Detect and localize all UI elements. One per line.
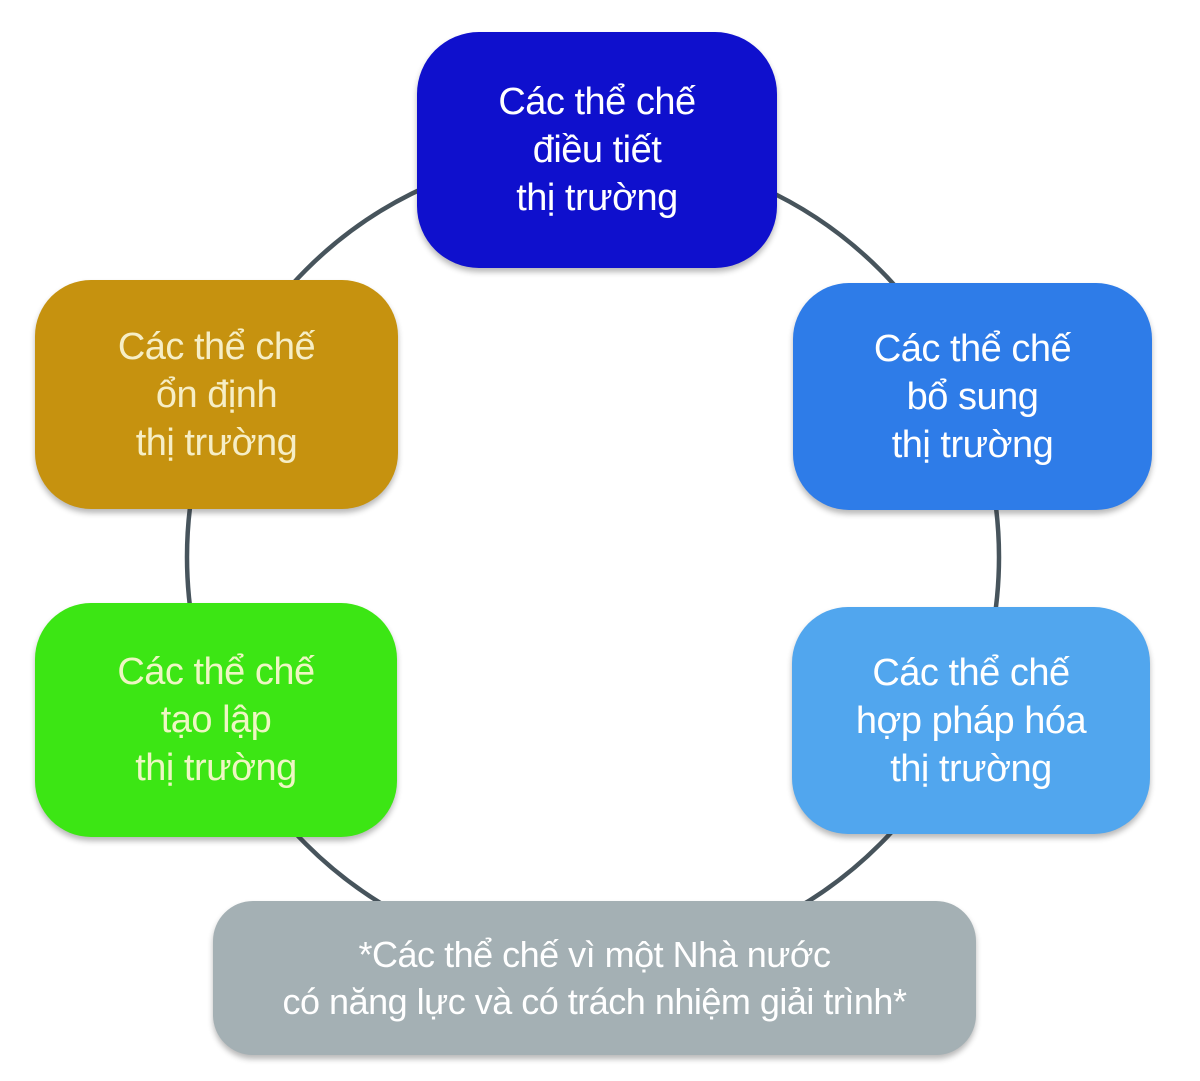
node-label-line: Các thể chế (498, 81, 696, 123)
node-label: Các thể chế điều tiết thị trường (417, 78, 777, 222)
node-label-line: thị trường (890, 747, 1052, 790)
node-label-line: thị trường (516, 177, 678, 219)
node-label-line: thị trường (891, 423, 1054, 466)
node-on-dinh: Các thể chế ổn định thị trường (35, 280, 398, 509)
node-label: Các thể chế hợp pháp hóa thị trường (792, 649, 1150, 793)
node-label-line: tạo lập (160, 699, 272, 741)
node-label-line: Các thể chế (873, 327, 1072, 370)
node-label-line: có năng lực và có trách nhiệm giải trình… (282, 981, 907, 1022)
node-nha-nuoc: *Các thể chế vì một Nhà nước có năng lực… (213, 901, 976, 1055)
node-tao-lap: Các thể chế tạo lập thị trường (35, 603, 397, 837)
node-label: Các thể chế ổn định thị trường (35, 323, 398, 467)
node-label: Các thể chế bổ sung thị trường (793, 325, 1152, 469)
node-hop-phap-hoa: Các thể chế hợp pháp hóa thị trường (792, 607, 1150, 834)
node-label-line: Các thể chế (872, 651, 1070, 694)
node-label: *Các thể chế vì một Nhà nước có năng lực… (213, 931, 976, 1025)
node-label-line: bổ sung (906, 375, 1039, 418)
node-label-line: thị trường (135, 421, 298, 464)
ring-circle (184, 148, 1002, 966)
node-label-line: thị trường (135, 747, 297, 789)
node-label-line: điều tiết (532, 129, 662, 171)
node-dieu-tiet: Các thể chế điều tiết thị trường (417, 32, 777, 268)
node-label-line: ổn định (155, 373, 278, 416)
node-label-line: Các thể chế (117, 325, 316, 368)
node-bo-sung: Các thể chế bổ sung thị trường (793, 283, 1152, 510)
node-label-line: hợp pháp hóa (855, 699, 1087, 742)
node-label-line: *Các thể chế vì một Nhà nước (358, 934, 831, 975)
node-label-line: Các thể chế (117, 651, 315, 693)
node-label: Các thể chế tạo lập thị trường (35, 648, 397, 792)
